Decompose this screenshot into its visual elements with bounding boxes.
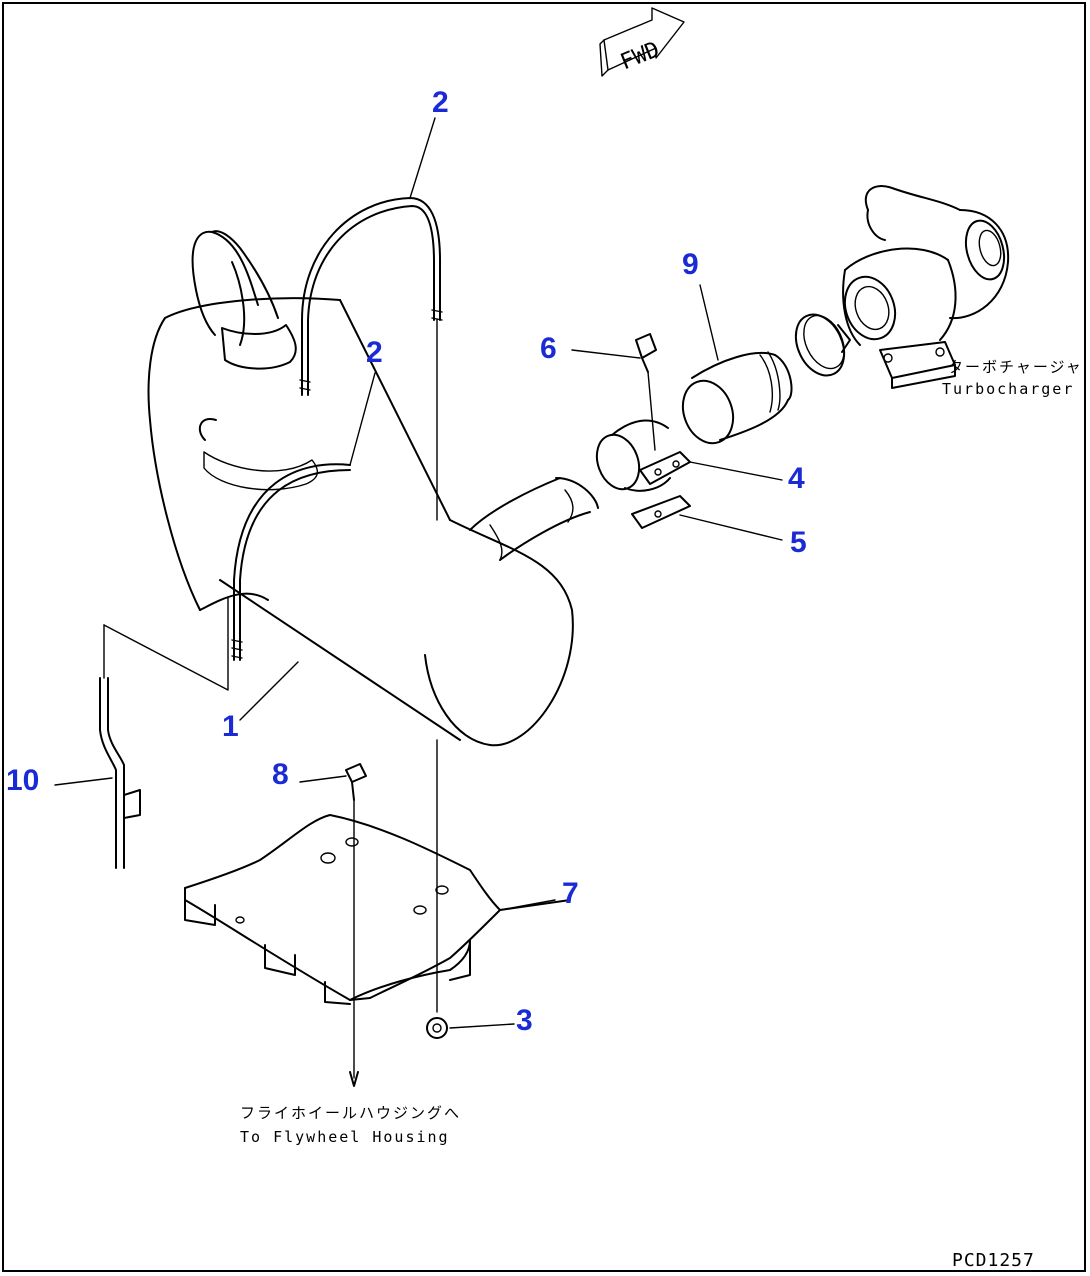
- u-bolt-middle: [231, 463, 351, 661]
- callout-2-middle: 2: [366, 336, 383, 369]
- flywheel-label-en: To Flywheel Housing: [240, 1128, 450, 1146]
- clamp-bolt: [635, 333, 657, 451]
- callout-5: 5: [790, 526, 807, 559]
- callout-1: 1: [222, 710, 239, 743]
- callout-10: 10: [6, 764, 39, 797]
- leader-lines: [54, 117, 783, 1029]
- clamp: [595, 419, 691, 492]
- turbocharger-label-en: Turbocharger: [942, 380, 1074, 398]
- callout-8: 8: [272, 758, 289, 791]
- callout-6: 6: [540, 332, 557, 365]
- callout-7: 7: [562, 877, 579, 910]
- drawing-code: PCD1257: [952, 1250, 1035, 1271]
- nut: [426, 1017, 448, 1039]
- callout-2-top: 2: [432, 86, 449, 119]
- callout-4: 4: [788, 462, 805, 495]
- callout-9: 9: [682, 248, 699, 281]
- mounting-bracket: [184, 814, 571, 1005]
- muffler: [147, 230, 599, 747]
- forward-arrow-icon: FWD: [599, 7, 685, 77]
- fwd-label: FWD: [617, 37, 663, 75]
- flywheel-label-jp: フライホイールハウジングへ: [240, 1104, 461, 1122]
- bracket-bolt: [345, 763, 367, 1087]
- u-bolt-top: [299, 197, 443, 396]
- hose-band: [794, 313, 851, 377]
- turbocharger-label-jp: ターボチャージャ: [948, 358, 1083, 376]
- callout-3: 3: [516, 1004, 533, 1037]
- connector-tube: [681, 351, 793, 445]
- turbocharger: [842, 185, 1010, 389]
- drain-pipe: [99, 597, 229, 869]
- clamp-plate: [631, 495, 691, 529]
